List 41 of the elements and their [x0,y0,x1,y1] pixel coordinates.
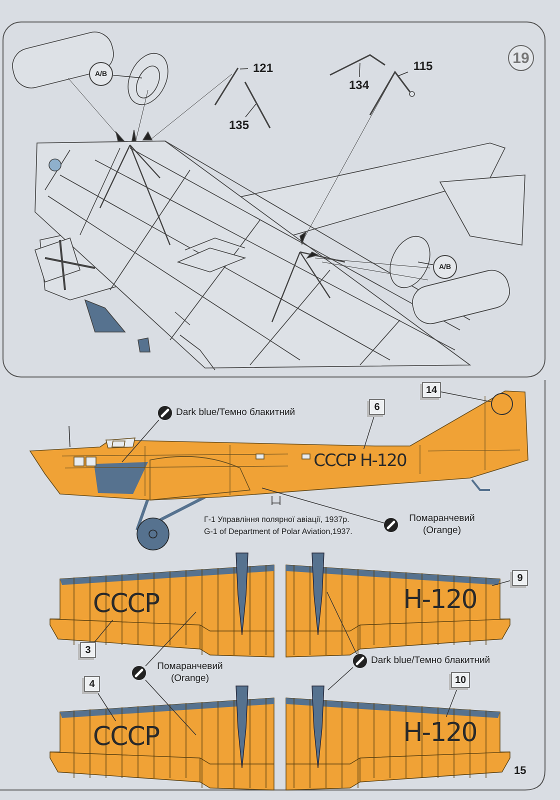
part-number: 115 [408,58,438,74]
leader-line [145,680,196,736]
caption-text: G-1 of Department of Polar Aviation,1937. [204,528,352,536]
registration-marking: СССР [84,721,168,753]
decal-number: 14 [422,382,441,398]
part-number: 135 [224,117,254,133]
leader-line [262,488,384,524]
decal-number: 4 [84,676,100,692]
registration-marking: СССР [84,588,168,620]
leader-line [245,104,256,118]
paint-color-name: Dark blue/Темно блакитний [176,406,296,420]
leader-line [492,580,512,586]
leader-line [363,414,375,450]
leader-line [326,592,357,654]
leader-line [418,262,434,266]
part-number: 134 [344,77,374,93]
leader-line [398,72,408,76]
step-number: 19 [508,45,534,71]
registration-marking: СССР Н-120 [296,449,424,473]
registration-marking: Н-120 [388,584,492,616]
part-number: 121 [248,60,278,76]
registration-marking: Н-120 [388,717,492,749]
caption-text: Г-1 Управління полярної авіації, 1937р. [204,516,350,524]
leader-line [112,74,142,78]
paint-color-name: Помаранчевий (Orange) [156,660,224,686]
decal-number: 10 [451,672,470,688]
paint-color-name: Помаранчевий (Orange) [408,512,476,538]
leader-line [94,620,114,642]
leader-line [240,68,248,70]
leader-line [145,612,196,666]
leader-line [359,62,360,78]
leader-line [446,688,458,718]
paint-color-name: Dark blue/Темно блакитний [371,654,490,668]
page-number: 15 [514,766,526,777]
decal-number: 9 [512,570,528,586]
decal-number: 6 [369,399,385,415]
leader-line [440,392,492,402]
leader-line [122,420,160,462]
leader-line [328,667,354,690]
leader-line [96,692,116,722]
decal-number: 3 [80,642,96,658]
